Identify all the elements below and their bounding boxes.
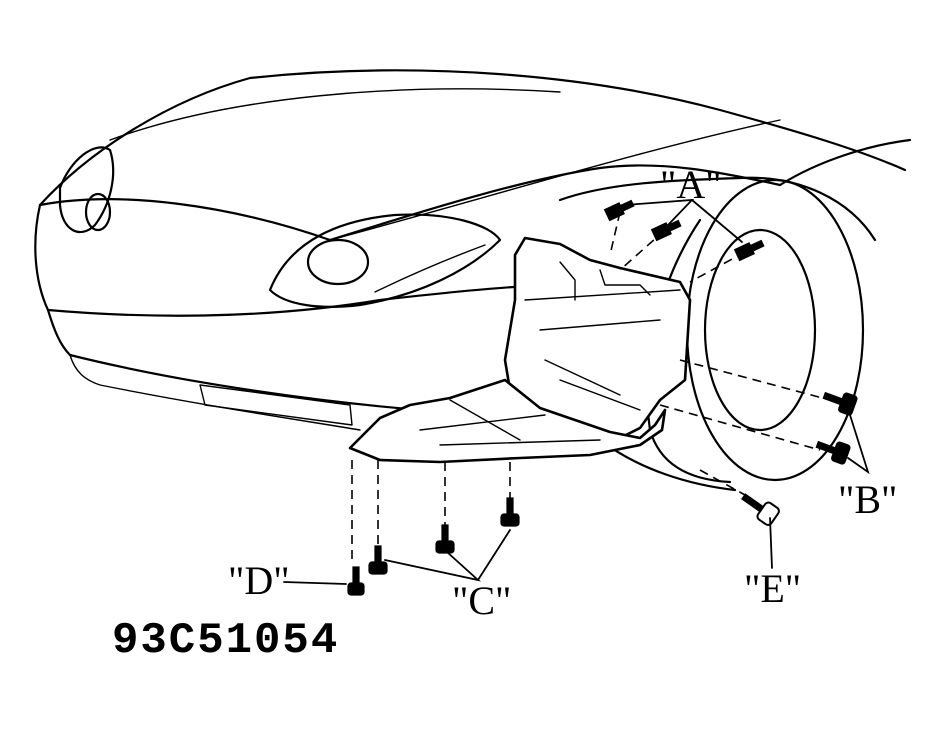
fender-side: [778, 138, 912, 187]
leader-d: [283, 581, 347, 585]
alignment-lines: [351, 211, 831, 560]
screw-c-2: [435, 524, 455, 554]
under-cover-rib: [439, 439, 601, 446]
callout-label-a: "A": [660, 162, 722, 207]
leader-lines: [283, 198, 870, 585]
hood-center-line: [329, 119, 781, 241]
under-cover-rib: [524, 289, 681, 301]
hood-rear-edge: [248, 69, 907, 172]
screw-c-1: [368, 545, 388, 575]
left-headlamp-housing: [58, 146, 115, 234]
left-headlamp-lens: [84, 192, 112, 232]
leader-e: [769, 517, 773, 569]
clip-a-1: [603, 199, 635, 222]
bolt-e: [741, 493, 780, 526]
hood-crease-upper: [109, 88, 561, 141]
under-cover-rib: [599, 269, 651, 296]
under-cover-rib: [559, 379, 641, 411]
under-cover-rib: [539, 319, 661, 331]
hood-left-edge: [38, 76, 252, 207]
screw-b-1: [822, 391, 858, 416]
right-headlamp-housing: [268, 213, 502, 308]
tire-outer: [685, 178, 865, 482]
front-fender: [558, 176, 877, 242]
tire-inner: [703, 228, 817, 432]
bumper-face: [46, 308, 422, 412]
alignment-line-b1: [679, 359, 831, 401]
clip-a-2: [650, 219, 682, 242]
callout-label-e: "E": [744, 566, 801, 611]
screw-c-3: [500, 497, 520, 527]
car-body: [34, 69, 912, 492]
under-cover-rib: [419, 414, 546, 431]
engine-under-cover: [348, 236, 692, 464]
under-cover-bottom-panel: [348, 378, 667, 464]
bumper-lower-lip: [69, 354, 361, 431]
hood-front-edge: [38, 164, 782, 242]
alignment-line-b2: [659, 404, 821, 451]
bumper-upper-line: [46, 283, 562, 317]
leader-c-3: [477, 529, 511, 581]
alignment-line-a3: [689, 251, 746, 283]
fasteners: [347, 199, 858, 596]
leader-b: [847, 414, 870, 475]
screw-d: [347, 566, 365, 596]
leader-c: [384, 551, 482, 582]
callout-label-d: "D": [228, 558, 290, 603]
clip-a-3: [733, 239, 765, 262]
under-cover-rib: [559, 261, 576, 301]
leader-a-3: [691, 199, 743, 243]
under-cover-rib: [449, 399, 521, 441]
bumper-left-side: [34, 203, 50, 312]
figure-code: 93C51054: [112, 616, 339, 666]
under-cover-rib: [544, 359, 621, 396]
callout-label-c: "C": [452, 578, 511, 623]
right-headlamp-lens: [306, 238, 370, 286]
right-headlamp-inner: [374, 244, 486, 293]
alignment-line-a2: [619, 229, 666, 271]
intake-slot: [199, 384, 353, 426]
screw-b-2: [815, 440, 851, 465]
callout-label-b: "B": [838, 477, 897, 522]
alignment-line-a1: [609, 211, 621, 256]
alignment-line-e: [699, 469, 746, 496]
